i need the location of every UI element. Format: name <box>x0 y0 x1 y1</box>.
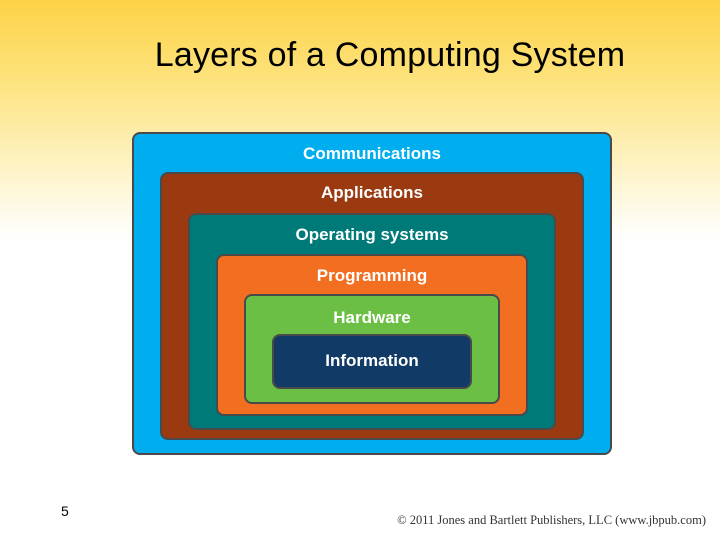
copyright-notice: © 2011 Jones and Bartlett Publishers, LL… <box>397 513 706 527</box>
layer-label-programming: Programming <box>316 266 428 285</box>
layer-information: Information <box>272 334 472 389</box>
layer-label-applications: Applications <box>320 183 423 202</box>
slide-number: 5 <box>61 503 69 519</box>
layer-label-information: Information <box>325 351 419 370</box>
slide-title: Layers of a Computing System <box>154 36 626 74</box>
layer-label-operating-systems: Operating systems <box>295 225 449 244</box>
layer-label-communications: Communications <box>303 144 441 163</box>
layer-label-hardware: Hardware <box>333 308 411 327</box>
